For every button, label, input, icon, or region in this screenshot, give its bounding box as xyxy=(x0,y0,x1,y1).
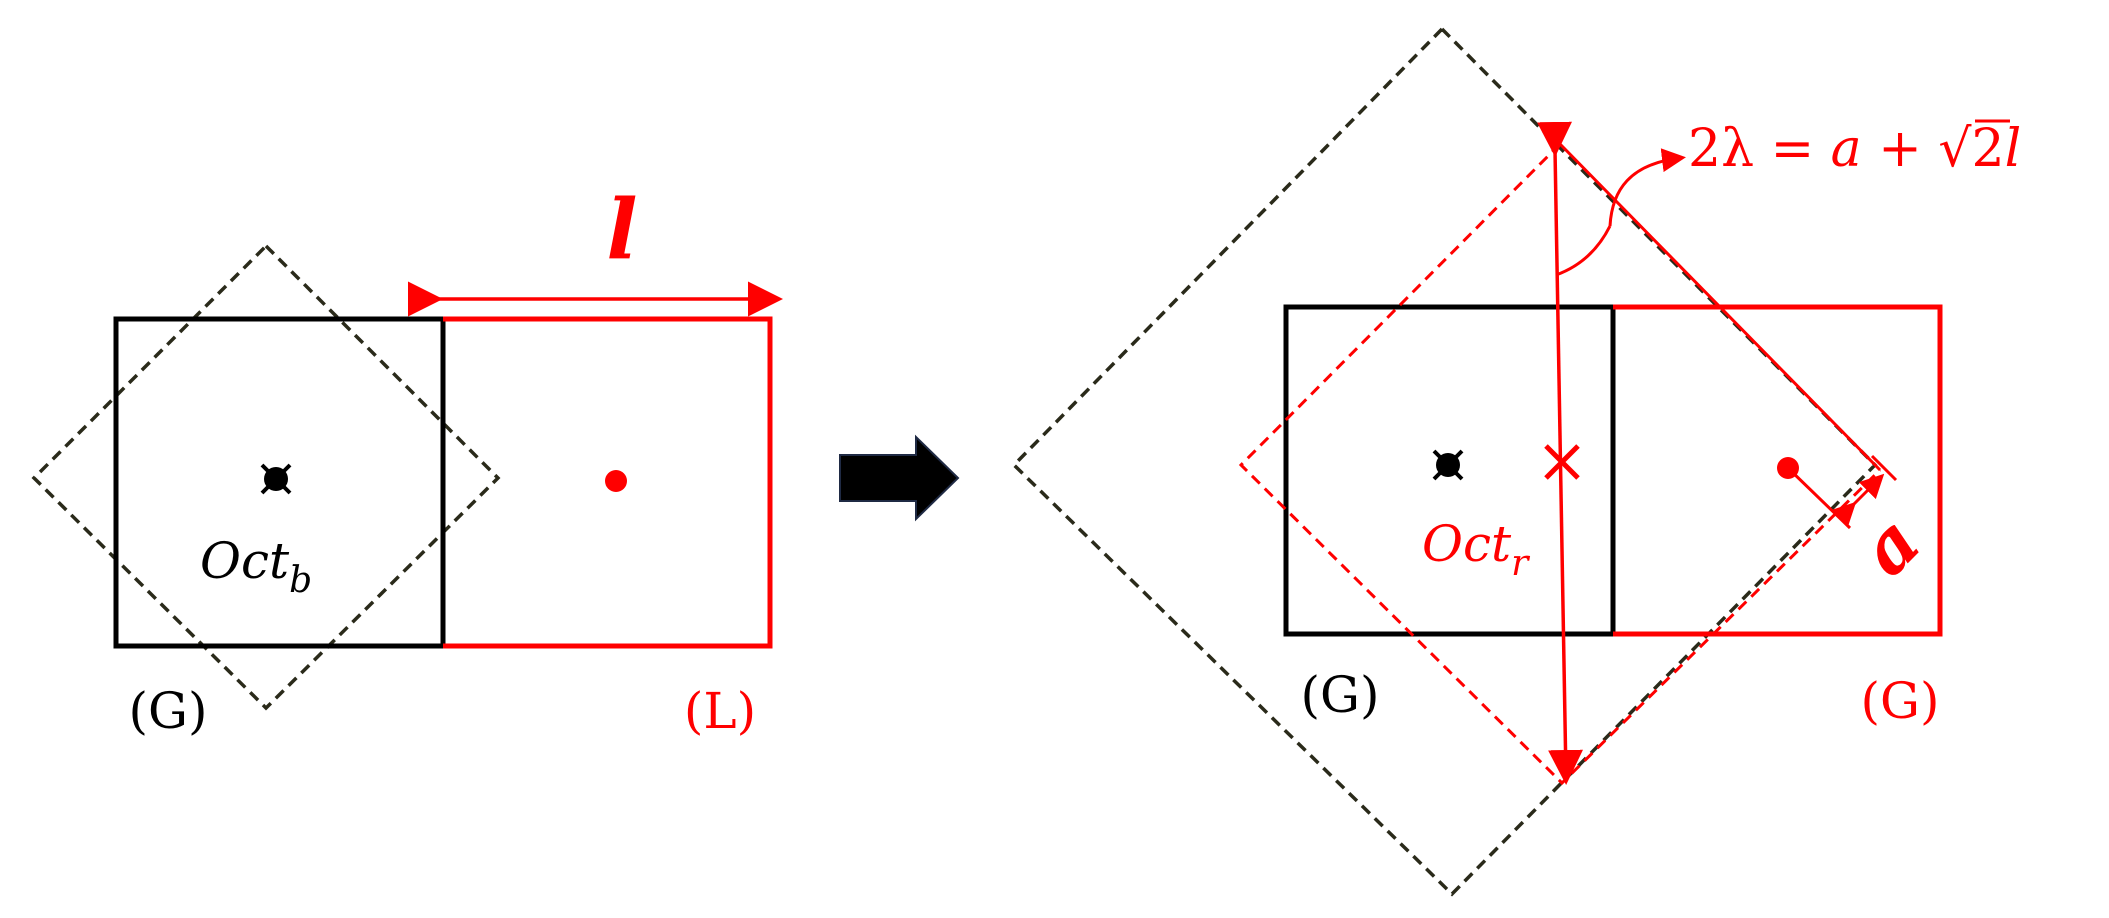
right-red-cell xyxy=(1613,304,1943,637)
left-red-dot xyxy=(605,470,627,492)
left-panel: l Octb (G) (L) xyxy=(31,182,783,740)
oct-r-solid-edge xyxy=(1558,142,1882,472)
left-center-marker xyxy=(260,463,292,495)
right-panel: a 2λ = a + √2l Octr (G) (G) xyxy=(1011,26,2021,897)
oct-r-center-cross xyxy=(1544,444,1580,480)
offset-leader xyxy=(1786,466,1852,530)
right-dashed-diamond xyxy=(1011,26,1878,897)
right-black-cell xyxy=(1283,304,1616,637)
oct-r-label: Octr xyxy=(1422,515,1530,584)
right-g-label-black: (G) xyxy=(1301,666,1380,724)
right-arrow-icon xyxy=(839,434,960,522)
left-black-cell xyxy=(113,316,446,649)
offset-arrow xyxy=(1830,473,1885,528)
oct-b-subscript: b xyxy=(289,560,312,601)
right-center-marker xyxy=(1432,449,1464,481)
offset-label: a xyxy=(1843,499,1936,592)
left-dashed-diamond xyxy=(31,243,501,711)
left-red-cell xyxy=(443,316,773,649)
left-g-label: (G) xyxy=(129,682,208,740)
lambda-formula: 2λ = a + √2l xyxy=(1688,119,2021,179)
oct-r-dashed-edges xyxy=(1238,142,1882,786)
formula-callout xyxy=(1608,148,1686,227)
left-l-label: (L) xyxy=(684,682,756,740)
angle-arc xyxy=(1555,225,1612,277)
oct-r-subscript: r xyxy=(1511,543,1530,584)
oct-b-label: Octb xyxy=(200,532,312,601)
length-label: l xyxy=(606,182,637,278)
right-g-label-red: (G) xyxy=(1861,672,1940,730)
offset-tick xyxy=(1870,454,1898,482)
